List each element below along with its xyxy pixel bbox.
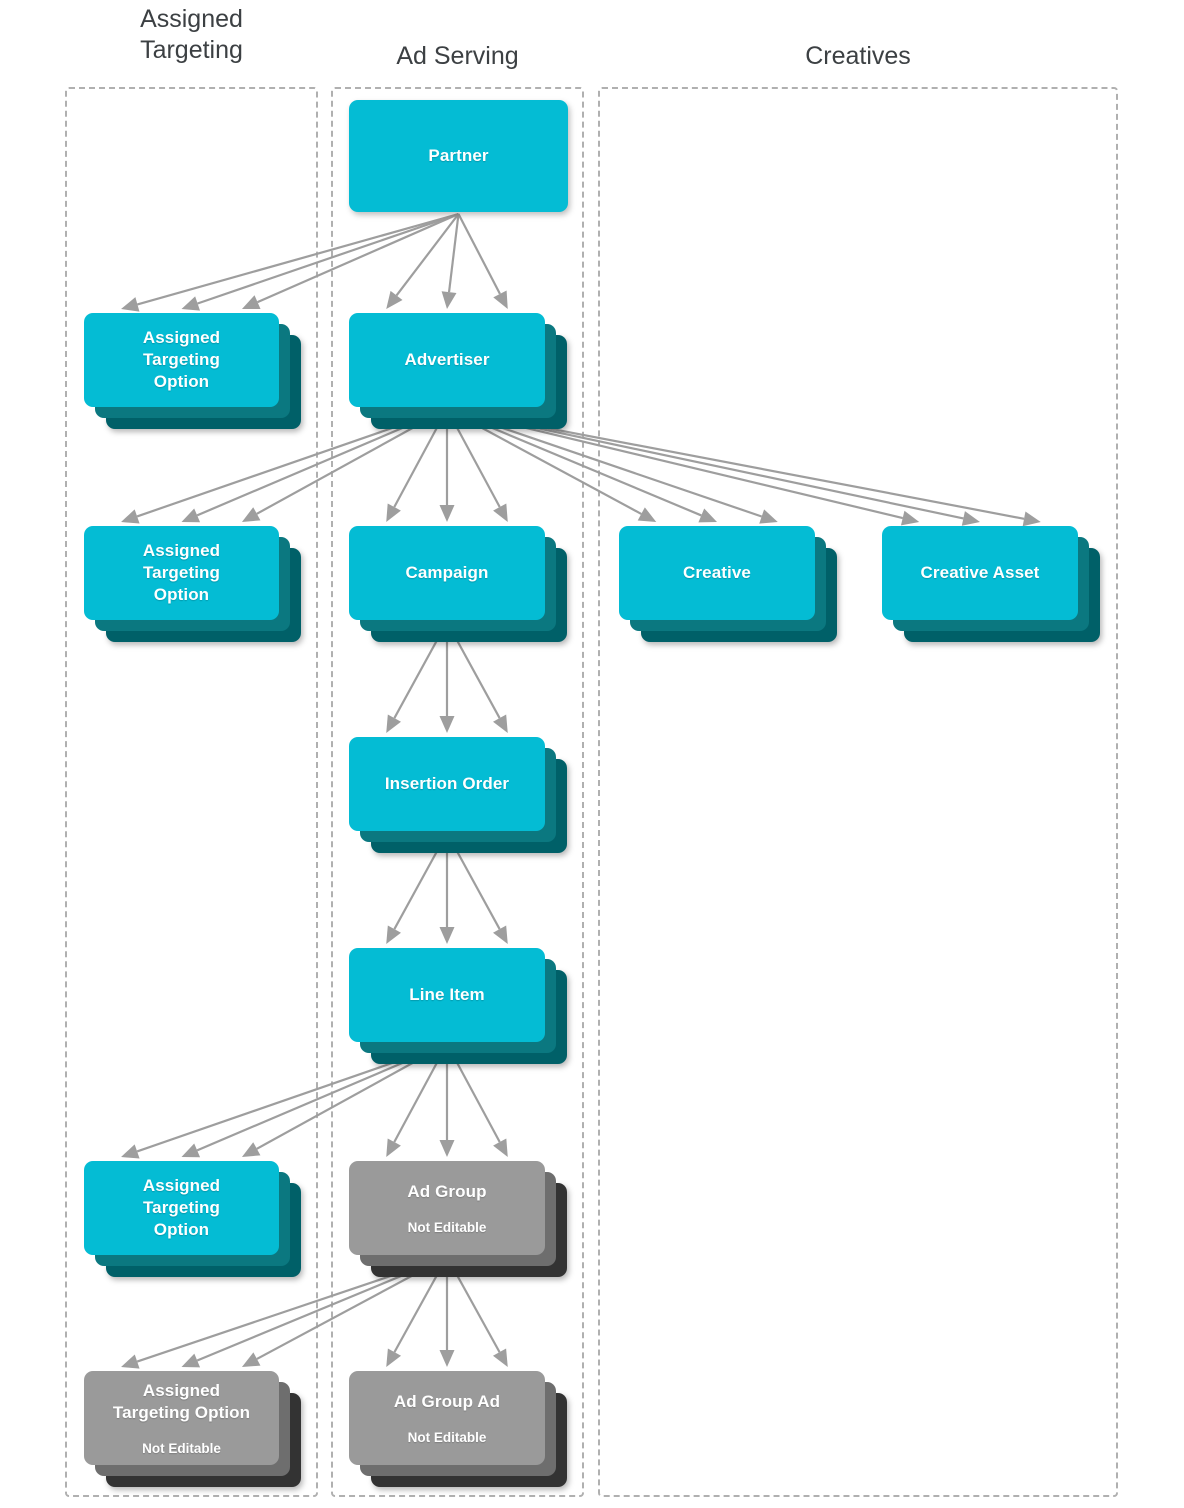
group-box-creatives — [598, 87, 1118, 1497]
node-face[interactable]: Creative — [619, 526, 815, 620]
node-advertiser[interactable]: Advertiser — [349, 313, 569, 431]
column-title-creatives: Creatives — [805, 42, 911, 70]
node-subtitle: Not Editable — [142, 1440, 221, 1456]
group-box-assigned-targeting — [65, 87, 318, 1497]
node-campaign[interactable]: Campaign — [349, 526, 569, 644]
node-creative-asset[interactable]: Creative Asset — [882, 526, 1102, 644]
group-box-ad-serving — [331, 87, 584, 1497]
node-face[interactable]: Campaign — [349, 526, 545, 620]
node-face[interactable]: Partner — [349, 100, 568, 212]
node-title: Line Item — [409, 985, 485, 1004]
node-title: Insertion Order — [384, 774, 510, 793]
node-face[interactable]: Line Item — [349, 948, 545, 1042]
node-title: Creative — [683, 563, 751, 582]
node-ad-group-ad[interactable]: Ad Group Ad Not Editable — [349, 1371, 569, 1489]
column-title-assigned-targeting: Assigned Targeting — [140, 5, 243, 64]
node-creative[interactable]: Creative — [619, 526, 839, 644]
node-title: Ad Group Ad — [393, 1391, 501, 1411]
node-face[interactable]: Advertiser — [349, 313, 545, 407]
node-title: Campaign — [405, 563, 489, 582]
node-title: Partner — [428, 146, 489, 165]
node-subtitle: Not Editable — [407, 1429, 487, 1445]
node-title: Ad Group — [407, 1181, 487, 1201]
column-title-ad-serving: Ad Serving — [396, 42, 519, 70]
node-line-item[interactable]: Line Item — [349, 948, 569, 1066]
node-face[interactable]: Ad Group Ad Not Editable — [349, 1371, 545, 1465]
node-face[interactable]: Creative Asset — [882, 526, 1078, 620]
node-subtitle: Not Editable — [407, 1219, 487, 1235]
node-partner[interactable]: Partner — [349, 100, 592, 236]
node-title: Advertiser — [404, 350, 490, 369]
node-face[interactable]: Insertion Order — [349, 737, 545, 831]
node-title: Creative Asset — [920, 563, 1040, 582]
node-insertion-order[interactable]: Insertion Order — [349, 737, 569, 855]
